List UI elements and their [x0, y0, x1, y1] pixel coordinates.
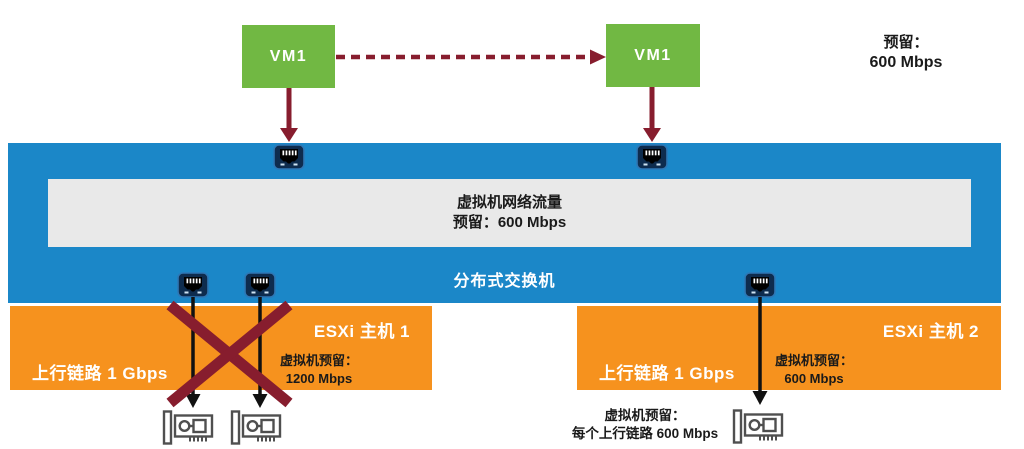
vm-traffic-line1: 虚拟机网络流量	[456, 193, 562, 211]
top-reservation-label: 预留： 600 Mbps	[850, 33, 962, 73]
host1-title: ESXi 主机 1	[313, 322, 410, 341]
host1-reservation-note: 虚拟机预留： 1200 Mbps	[254, 352, 384, 387]
per-uplink-note-line1: 虚拟机预留：	[604, 408, 686, 423]
host2-title: ESXi 主机 2	[882, 322, 979, 341]
vm-traffic-box: 虚拟机网络流量 预留：600 Mbps	[48, 179, 971, 247]
ethernet-port-icon	[244, 272, 276, 298]
top-reservation-line1: 预留：	[883, 34, 929, 51]
host2-box: ESXi 主机 2 上行链路 1 Gbps 虚拟机预留： 600 Mbps	[577, 306, 1001, 390]
host2-reservation-line2: 600 Mbps	[784, 370, 844, 386]
vm-box-right: VM1	[606, 24, 700, 87]
per-uplink-note-line2: 每个上行链路 600 Mbps	[571, 426, 719, 442]
top-reservation-line2: 600 Mbps	[869, 53, 943, 71]
host1-uplink-label: 上行链路 1 Gbps	[32, 364, 168, 383]
host1-reservation-line2: 1200 Mbps	[285, 370, 353, 386]
ethernet-port-icon	[273, 144, 305, 170]
host2-reservation-note: 虚拟机预留： 600 Mbps	[749, 352, 879, 387]
host2-uplink-label: 上行链路 1 Gbps	[599, 364, 735, 383]
vm-right-label: VM1	[634, 46, 672, 64]
vm-traffic-line2: 预留：600 Mbps	[452, 214, 567, 231]
host2-reservation-line1: 虚拟机预留：	[774, 353, 853, 368]
vm-left-down-arrow	[280, 88, 298, 142]
vm-to-vm-dashed-arrow	[336, 49, 606, 65]
ethernet-port-icon	[636, 144, 668, 170]
vm-right-down-arrow	[643, 87, 661, 142]
host1-box: ESXi 主机 1 上行链路 1 Gbps 虚拟机预留： 1200 Mbps	[10, 306, 432, 390]
host1-reservation-line1: 虚拟机预留：	[279, 353, 358, 368]
ethernet-port-icon	[744, 272, 776, 298]
vm-left-label: VM1	[269, 47, 308, 65]
network-adapter-icon	[732, 409, 784, 444]
distributed-switch-label: 分布式交换机	[453, 273, 556, 290]
ethernet-port-icon	[177, 272, 209, 298]
per-uplink-reservation-note: 虚拟机预留： 每个上行链路 600 Mbps	[564, 407, 726, 443]
network-adapter-icon	[162, 410, 214, 445]
vm-box-left: VM1	[242, 25, 335, 88]
network-adapter-icon	[230, 410, 282, 445]
